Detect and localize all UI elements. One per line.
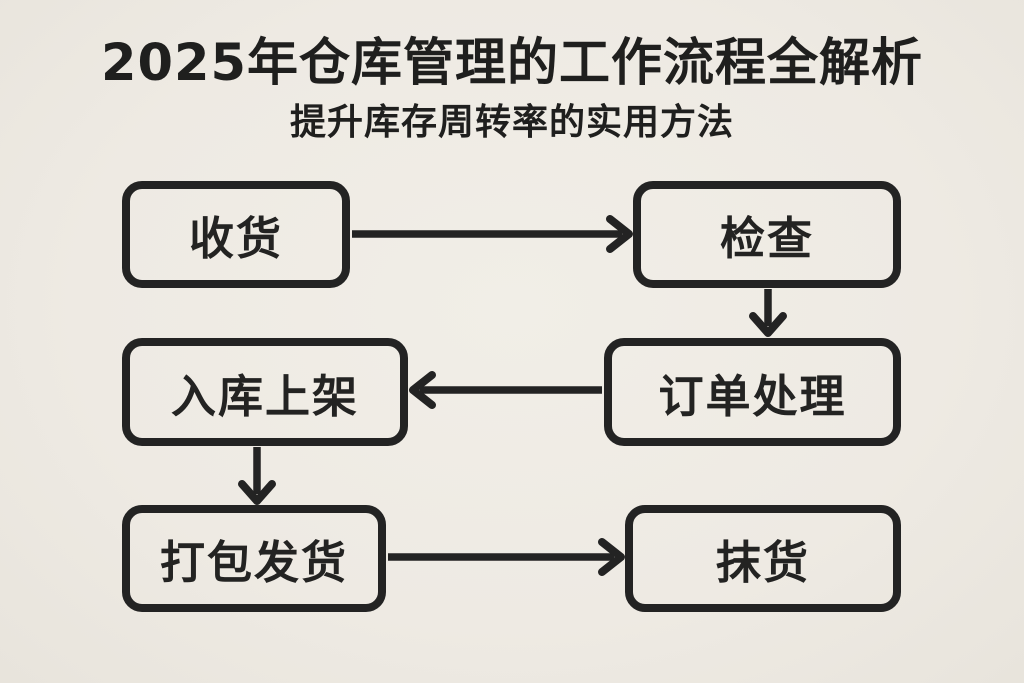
page-subtitle: 提升库存周转率的实用方法 [289, 102, 734, 143]
node-inspection: 检查 [633, 181, 901, 288]
node-pack-ship: 打包发货 [122, 505, 386, 612]
node-putaway: 入库上架 [122, 338, 408, 446]
node-order-processing: 订单处理 [604, 338, 901, 446]
arrow-pack-ship-to-picking-icon [388, 538, 625, 576]
arrow-receiving-to-inspection-icon [352, 215, 633, 253]
arrow-inspection-to-order-processing-icon [749, 289, 787, 337]
page-title: 2025年仓库管理的工作流程全解析 [101, 34, 923, 93]
node-picking: 抹货 [625, 505, 901, 612]
node-receiving: 收货 [122, 181, 350, 288]
arrow-order-processing-to-putaway-icon [409, 371, 602, 409]
arrow-putaway-to-pack-ship-icon [238, 447, 276, 505]
